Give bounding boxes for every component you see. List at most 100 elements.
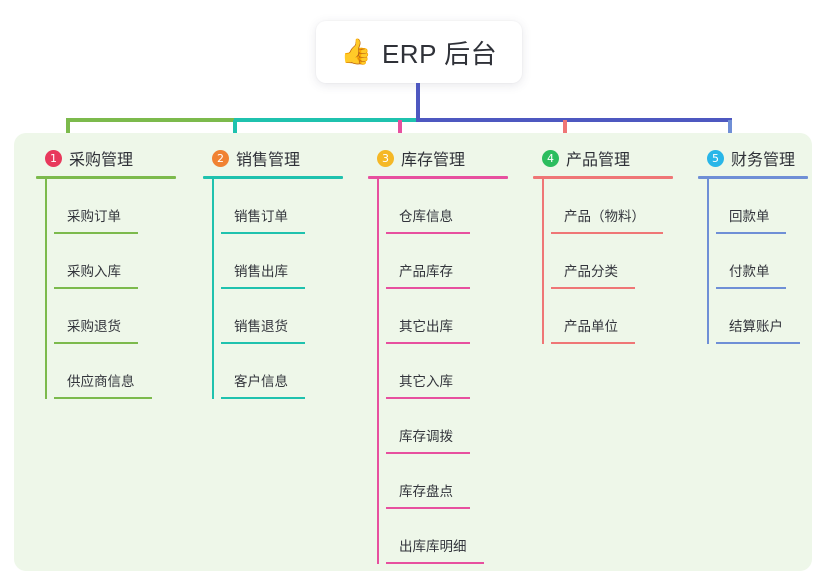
diagram-panel [14,133,812,571]
tree-item-underline [386,232,470,234]
tree-item[interactable]: 仓库信息 [377,179,518,234]
tree-item-underline [551,232,663,234]
column-spine-1 [45,179,47,399]
tree-item[interactable]: 采购订单 [45,179,186,234]
column-items-3: 仓库信息产品库存其它出库其它入库库存调拨库存盘点出库库明细 [368,179,518,564]
column-header-2[interactable]: 2 销售管理 [203,146,353,170]
tree-item-label: 回款单 [729,209,770,224]
tree-item-underline [221,397,305,399]
column-4: 4 产品管理产品（物料） 产品分类产品单位 [533,146,683,344]
tree-item[interactable]: 供应商信息 [45,344,186,399]
tree-item-label: 付款单 [729,264,770,279]
tree-item-label: 销售退货 [234,319,288,334]
column-badge-1: 1 [45,149,62,167]
tree-item[interactable]: 采购退货 [45,289,186,344]
tree-item[interactable]: 结算账户 [707,289,818,344]
column-items-1: 采购订单采购入库采购退货供应商信息 [36,179,186,399]
column-rule-3 [368,176,508,179]
tree-item[interactable]: 回款单 [707,179,818,234]
tree-item-label: 销售出库 [234,264,288,279]
tree-item-underline [551,287,635,289]
column-spine-5 [707,179,709,344]
tree-item-label: 库存盘点 [399,484,453,499]
column-rule-4 [533,176,673,179]
tree-item[interactable]: 产品单位 [542,289,683,344]
tree-item-underline [386,287,470,289]
tree-item-label: 产品（物料） [564,209,645,224]
tree-item-underline [386,397,470,399]
tree-item-underline [54,287,138,289]
column-spine-4 [542,179,544,344]
column-title-1: 采购管理 [69,152,134,169]
column-title-2: 销售管理 [236,152,301,169]
column-badge-2: 2 [212,149,229,167]
tree-item[interactable]: 销售退货 [212,289,353,344]
tree-item[interactable]: 其它出库 [377,289,518,344]
thumbs-up-icon: 👍 [340,37,372,66]
tree-item-underline [54,397,152,399]
root-connector-stem [416,83,420,120]
tree-item-underline [551,342,635,344]
column-badge-4: 4 [542,149,559,167]
root-node-card[interactable]: 👍 ERP 后台 [316,21,522,83]
tree-item-underline [221,232,305,234]
column-rule-2 [203,176,343,179]
tree-item-label: 产品单位 [564,319,618,334]
tree-item-label: 销售订单 [234,209,288,224]
tree-item[interactable]: 其它入库 [377,344,518,399]
tree-item[interactable]: 库存调拨 [377,399,518,454]
tree-item-underline [386,452,470,454]
tree-item-underline [386,562,484,564]
column-2: 2 销售管理销售订单销售出库销售退货客户信息 [203,146,353,399]
tree-item-label: 采购入库 [67,264,121,279]
tree-item-label: 库存调拨 [399,429,453,444]
tree-item-underline [716,342,800,344]
tree-item-underline [386,507,470,509]
tree-item-underline [221,287,305,289]
column-header-4[interactable]: 4 产品管理 [533,146,683,170]
tree-item-underline [54,342,138,344]
connector-bar-segment [66,118,236,122]
column-badge-3: 3 [377,149,394,167]
tree-item[interactable]: 付款单 [707,234,818,289]
tree-item-label: 结算账户 [729,319,783,334]
tree-item-underline [54,232,138,234]
tree-item[interactable]: 出库库明细 [377,509,518,564]
column-header-1[interactable]: 1 采购管理 [36,146,186,170]
column-spine-3 [377,179,379,564]
column-title-4: 产品管理 [566,152,631,169]
tree-item-label: 产品分类 [564,264,618,279]
column-items-2: 销售订单销售出库销售退货客户信息 [203,179,353,399]
tree-item-label: 产品库存 [399,264,453,279]
root-node-title: ERP 后台 [381,38,498,69]
tree-item[interactable]: 销售出库 [212,234,353,289]
tree-item-label: 采购退货 [67,319,121,334]
tree-item-label: 仓库信息 [399,209,453,224]
tree-item[interactable]: 客户信息 [212,344,353,399]
tree-item-underline [386,342,470,344]
tree-item-label: 其它入库 [399,374,453,389]
column-items-5: 回款单付款单结算账户 [698,179,818,344]
tree-item-label: 客户信息 [234,374,288,389]
tree-item[interactable]: 销售订单 [212,179,353,234]
column-items-4: 产品（物料） 产品分类产品单位 [533,179,683,344]
tree-item-label: 出库库明细 [399,539,467,554]
column-title-5: 财务管理 [731,152,796,169]
column-1: 1 采购管理采购订单采购入库采购退货供应商信息 [36,146,186,399]
tree-item-label: 采购订单 [67,209,121,224]
column-spine-2 [212,179,214,399]
column-rule-5 [698,176,808,179]
tree-item[interactable]: 产品库存 [377,234,518,289]
tree-item-underline [716,232,786,234]
tree-item-underline [716,287,786,289]
tree-item-label: 供应商信息 [67,374,135,389]
connector-bar-segment [234,118,420,122]
tree-item[interactable]: 产品（物料） [542,179,683,234]
tree-item[interactable]: 产品分类 [542,234,683,289]
connector-bar-segment [416,118,732,122]
tree-item[interactable]: 采购入库 [45,234,186,289]
tree-item[interactable]: 库存盘点 [377,454,518,509]
